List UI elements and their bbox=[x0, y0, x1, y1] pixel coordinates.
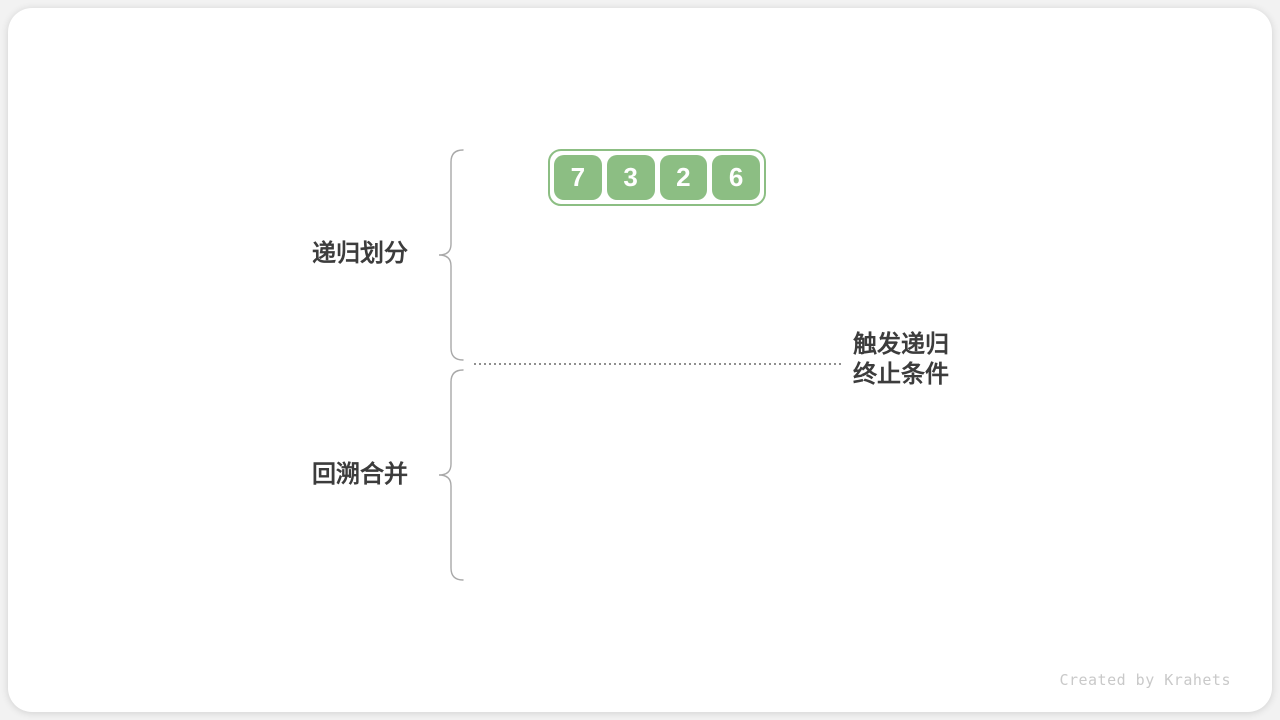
label-backtrack-merge: 回溯合并 bbox=[312, 461, 408, 488]
watermark: Created by Krahets bbox=[1059, 671, 1231, 689]
array-cell: 6 bbox=[712, 155, 760, 200]
termination-annotation: 触发递归 终止条件 bbox=[853, 331, 949, 388]
array-cell: 7 bbox=[554, 155, 602, 200]
array-cell: 2 bbox=[659, 155, 708, 200]
label-recursive-partition: 递归划分 bbox=[312, 240, 408, 267]
array-cell: 3 bbox=[606, 155, 655, 200]
brace-backtrack-merge bbox=[438, 369, 464, 581]
termination-divider-line bbox=[474, 363, 844, 365]
brace-recursive-partition bbox=[438, 149, 464, 361]
